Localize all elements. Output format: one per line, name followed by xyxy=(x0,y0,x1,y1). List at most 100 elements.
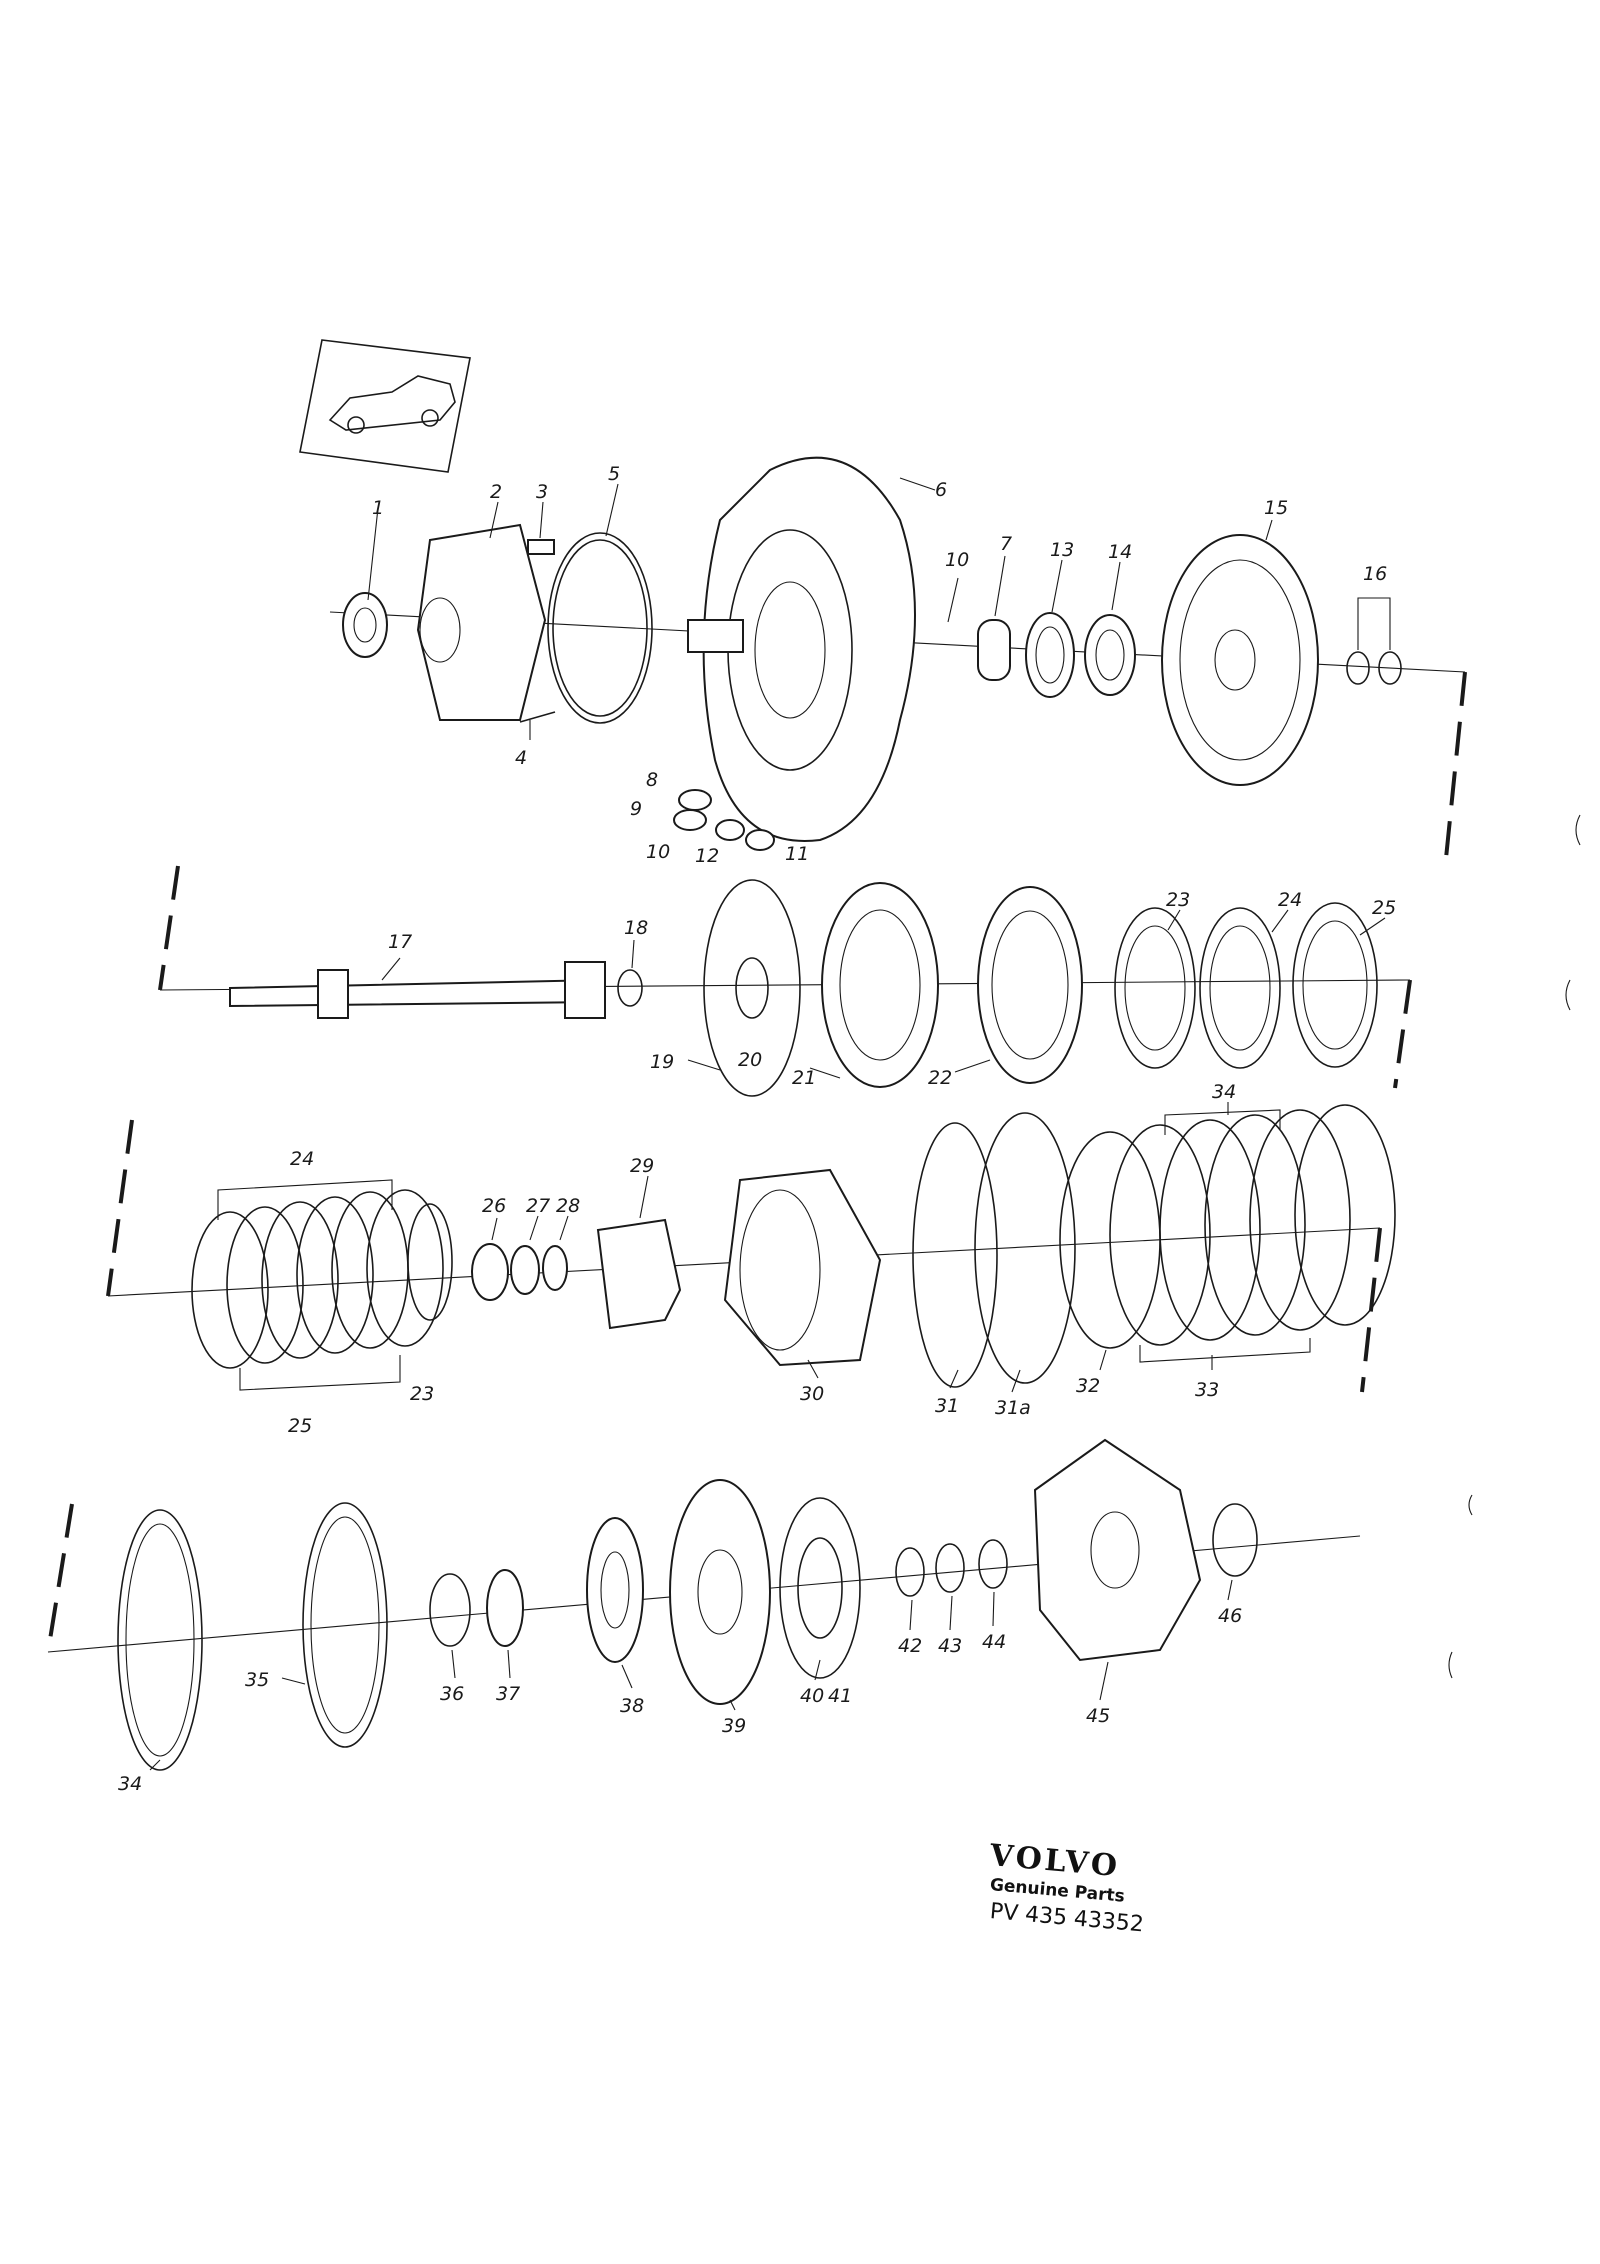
label-part: 44 xyxy=(982,1631,1006,1653)
label-part: 1 xyxy=(372,497,384,519)
part-19-disc xyxy=(703,879,801,1097)
label-part: 22 xyxy=(928,1067,952,1089)
label-part: 24 xyxy=(290,1148,314,1170)
part-16-ring-a xyxy=(1346,651,1370,685)
row4-parts xyxy=(117,1438,1258,1771)
label-part: 38 xyxy=(620,1695,644,1717)
part-41-ring xyxy=(797,1537,843,1639)
clutch-pack-right xyxy=(1109,1104,1396,1346)
part-31-snap-ring xyxy=(912,1122,998,1388)
clutch-pack-left xyxy=(191,1189,453,1369)
label-part: 36 xyxy=(440,1683,464,1705)
part-37-nut xyxy=(486,1569,524,1647)
row1-parts xyxy=(342,456,1402,851)
label-part: 34 xyxy=(118,1773,142,1795)
part-40-ring xyxy=(779,1497,861,1679)
part-16-ring-b xyxy=(1378,651,1402,685)
label-part: 10 xyxy=(646,841,670,863)
label-part: 33 xyxy=(1195,1379,1219,1401)
label-part: 11 xyxy=(785,843,809,865)
part-36-ring xyxy=(429,1573,471,1647)
margin-marks xyxy=(1448,814,1581,1679)
label-part: 40 xyxy=(800,1685,824,1707)
part-21-piston xyxy=(821,882,939,1088)
part-28 xyxy=(542,1245,568,1291)
part-22-return-spring xyxy=(977,886,1083,1084)
part-24-plate xyxy=(1199,907,1281,1069)
label-part: 37 xyxy=(496,1683,520,1705)
label-part: 5 xyxy=(608,463,620,485)
label-part: 8 xyxy=(646,769,658,791)
part-23-plate xyxy=(1114,907,1196,1069)
label-part: 17 xyxy=(388,931,412,953)
part-1-seal xyxy=(342,592,388,658)
label-part: 15 xyxy=(1264,497,1288,519)
label-part: 10 xyxy=(945,549,969,571)
row3-parts xyxy=(191,1104,1396,1391)
part-29-hub xyxy=(596,1218,682,1330)
label-part: 24 xyxy=(1278,889,1302,911)
label-part: 31 xyxy=(935,1395,959,1417)
label-part: 4 xyxy=(515,747,527,769)
part-13-bearing xyxy=(1025,612,1075,698)
parts-8-12-valves xyxy=(673,789,775,851)
part-34-plate xyxy=(117,1509,203,1771)
label-part: 19 xyxy=(650,1051,674,1073)
label-part: 30 xyxy=(800,1383,824,1405)
part-2-pump-housing xyxy=(416,523,547,721)
leader-lines xyxy=(149,477,1391,1771)
part-7-washer xyxy=(977,619,1011,681)
part-6-pump-body xyxy=(702,456,916,842)
label-part: 23 xyxy=(1166,889,1190,911)
part-35-plate xyxy=(302,1502,388,1748)
part-44-ring xyxy=(978,1539,1008,1589)
label-part: 6 xyxy=(935,479,947,501)
label-part: 29 xyxy=(630,1155,654,1177)
label-part: 23 xyxy=(410,1383,434,1405)
label-part: 25 xyxy=(1372,897,1396,919)
part-5-o-ring xyxy=(547,532,653,724)
label-part: 20 xyxy=(738,1049,762,1071)
part-46-ring xyxy=(1212,1503,1258,1577)
label-part: 35 xyxy=(245,1669,269,1691)
part-4-bolt xyxy=(519,711,556,723)
label-part: 9 xyxy=(630,798,642,820)
label-part: 39 xyxy=(722,1715,746,1737)
label-part: 13 xyxy=(1050,539,1074,561)
part-30-drum xyxy=(723,1168,882,1367)
part-38-spring xyxy=(586,1517,644,1663)
label-part: 42 xyxy=(898,1635,922,1657)
label-part: 28 xyxy=(556,1195,580,1217)
label-part: 7 xyxy=(1000,533,1012,555)
label-part: 16 xyxy=(1363,563,1387,585)
label-part: 41 xyxy=(828,1685,852,1707)
part-39-piston xyxy=(669,1479,771,1705)
part-45-drum xyxy=(1033,1438,1202,1662)
part-42-ring xyxy=(895,1547,925,1597)
part-labels: 1 2 3 4 5 6 7 8 9 10 10 11 12 13 14 15 1… xyxy=(118,463,1396,1795)
brand-block: VOLVO Genuine Parts PV 435 43352 xyxy=(988,1838,1230,1937)
label-part: 12 xyxy=(695,845,719,867)
label-part: 27 xyxy=(526,1195,550,1217)
label-part: 32 xyxy=(1076,1375,1100,1397)
part-27 xyxy=(510,1245,540,1295)
part-20-ring xyxy=(735,957,769,1019)
label-part: 43 xyxy=(938,1635,962,1657)
label-part: 3 xyxy=(536,481,548,503)
label-part: 18 xyxy=(624,917,648,939)
part-26 xyxy=(471,1243,509,1301)
label-part: 46 xyxy=(1218,1605,1242,1627)
label-part: 31a xyxy=(995,1397,1031,1419)
label-part: 45 xyxy=(1086,1705,1110,1727)
row2-parts xyxy=(229,879,1378,1097)
label-part: 14 xyxy=(1108,541,1132,563)
part-15-torque-converter xyxy=(1161,534,1319,786)
part-25-plate xyxy=(1292,902,1378,1068)
part-17-shaft xyxy=(229,978,601,1008)
label-part: 25 xyxy=(288,1415,312,1437)
label-part: 34 xyxy=(1212,1081,1236,1103)
part-31a-snap-ring xyxy=(974,1112,1076,1384)
car-thumbnail xyxy=(299,339,471,473)
part-14-race xyxy=(1084,614,1136,696)
